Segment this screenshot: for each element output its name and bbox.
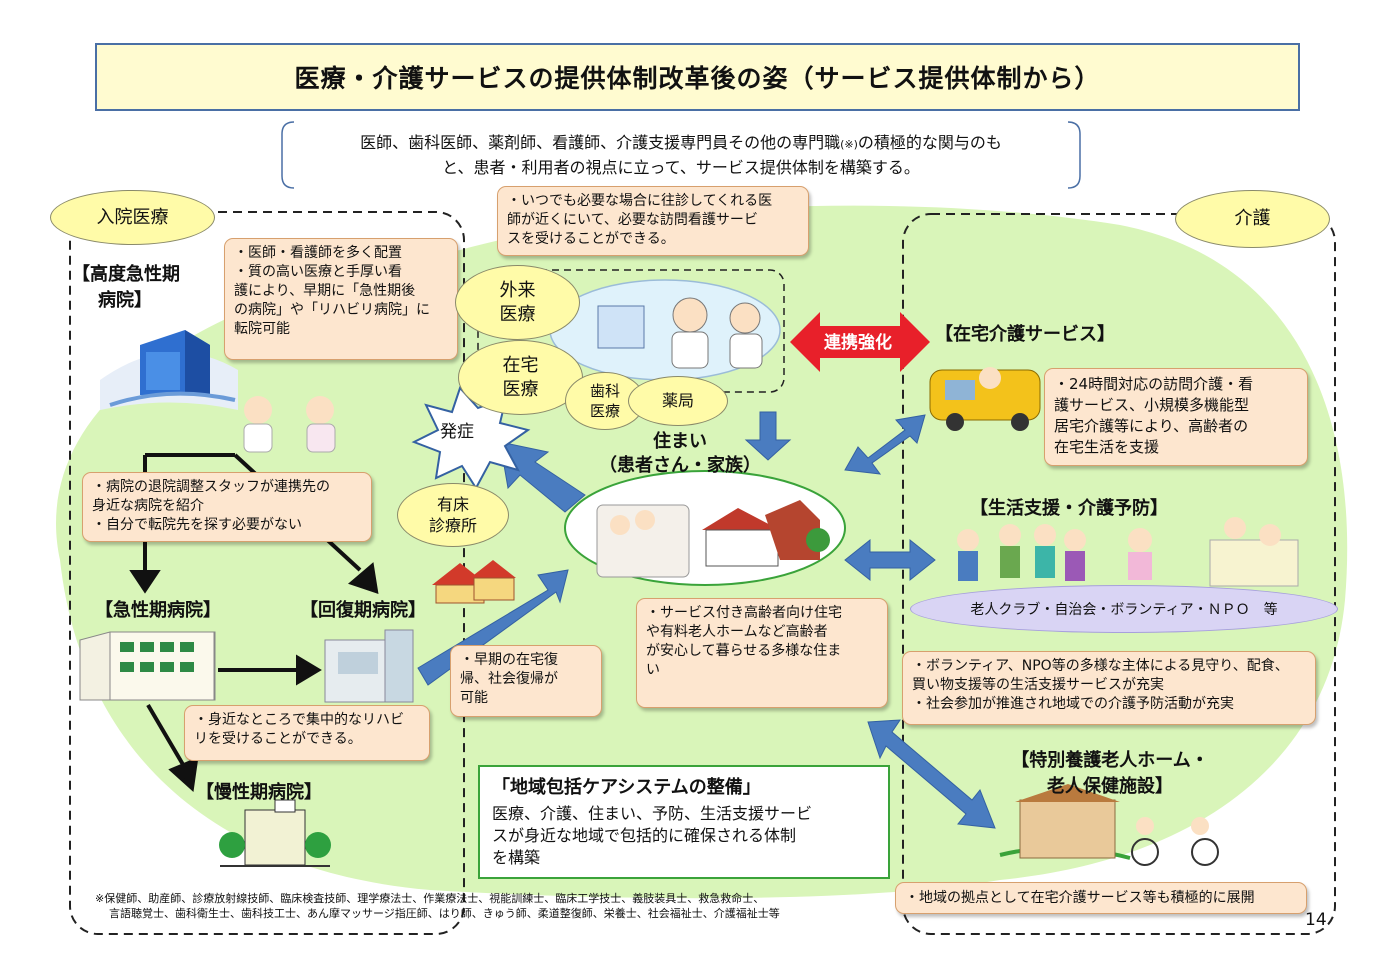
cooperation-arrow — [790, 312, 930, 372]
recovery-hospital-illustration — [324, 629, 414, 703]
intro-line1-end: の積極的な関与のも — [857, 133, 1002, 152]
intro-line1: 医師、歯科医師、薬剤師、看護師、介護支援専門員その他の専門職 — [360, 133, 841, 152]
volunteer-note: ・ボランティア、NPO等の多様な主体による見守り、配食、 買い物支援等の生活支援… — [902, 651, 1316, 725]
intro-text: 医師、歯科医師、薬剤師、看護師、介護支援専門員その他の専門職(※)の積極的な関与… — [282, 120, 1080, 188]
clinic-oval: 有床診療所 — [397, 483, 509, 547]
cooperation-label: 連携強化 — [824, 333, 892, 353]
nursing-home-illustration — [999, 784, 1219, 866]
care-label: 介護 — [1175, 190, 1330, 248]
seniors-illustration — [957, 517, 1299, 587]
housing-note: ・サービス付き高齢者向け住宅 や有料老人ホームなど高齢者 が安心して暮らせる多様… — [636, 598, 888, 708]
community-base-note: ・地域の拠点として在宅介護サービス等も積極的に展開 — [895, 882, 1307, 914]
page-number: 14 — [1305, 910, 1327, 930]
chronic-hospital-illustration — [219, 799, 331, 867]
life-support-title: 【生活支援・介護予防】 — [970, 498, 1168, 519]
community-groups-band: 老人クラブ・自治会・ボランティア・ＮＰＯ 等 — [910, 585, 1338, 633]
outpatient-oval: 外来医療 — [455, 265, 580, 340]
community-care-body: 医療、介護、住まい、予防、生活支援サービ スが身近な地域で包括的に確保される体制… — [492, 804, 813, 867]
family-house-illustration — [596, 500, 830, 578]
care-region-border — [902, 213, 1336, 935]
housing-title: 住まい （患者さん・家族） — [599, 431, 761, 476]
community-care-title: 「地域包括ケアシステムの整備」 — [492, 777, 761, 798]
rehab-note: ・身近なところで集中的なリハビ リを受けることができる。 — [184, 705, 430, 761]
high-acute-hospital-illustration — [100, 330, 238, 410]
clinic-house-illustration — [432, 560, 516, 604]
home-care-title: 【在宅介護サービス】 — [935, 324, 1115, 345]
intro-line2: と、患者・利用者の視点に立って、サービス提供体制を構築する。 — [442, 158, 920, 177]
clinic-staff-illustration — [597, 297, 763, 369]
discharge-note: ・病院の退院調整スタッフが連携先の 身近な病院を紹介 ・自分で転院先を探す必要が… — [82, 472, 372, 542]
high-acute-hospital-title: 【高度急性期 病院】 — [72, 264, 180, 311]
care-van-illustration — [929, 367, 1041, 431]
chronic-hospital-title: 【慢性期病院】 — [196, 782, 322, 803]
doctor-nurse-illustration — [243, 396, 336, 453]
home-visit-note: ・いつでも必要な場合に往診してくれる医 師が近くにいて、必要な訪問看護サービ ス… — [497, 186, 809, 256]
home-medical-oval: 在宅医療 — [458, 340, 583, 415]
page-title: 医療・介護サービスの提供体制改革後の姿（サービス提供体制から） — [95, 43, 1300, 111]
intro-footnote-mark: (※) — [840, 138, 858, 151]
pharmacy-oval: 薬局 — [628, 376, 728, 426]
hospital-region-border — [69, 211, 465, 935]
recovery-hospital-title: 【回復期病院】 — [300, 600, 426, 621]
footnote: ※保健師、助産師、診療放射線技師、臨床検査技師、理学療法士、作業療法士、視能訓練… — [95, 892, 780, 920]
nursing-home-title: 【特別養護老人ホーム・ 老人保健施設】 — [1011, 750, 1209, 797]
community-care-box: 「地域包括ケアシステムの整備」 医療、介護、住まい、予防、生活支援サービ スが身… — [478, 765, 890, 879]
intro-brackets — [281, 121, 1081, 189]
early-return-note: ・早期の在宅復 帰、社会復帰が 可能 — [450, 645, 602, 717]
inpatient-label: 入院医療 — [50, 190, 215, 245]
acute-hospital-title: 【急性期病院】 — [95, 600, 221, 621]
acute-hospital-illustration — [79, 631, 216, 701]
staff-note: ・医師・看護師を多く配置 ・質の高い医療と手厚い看 護により、早期に「急性期後 … — [224, 238, 458, 360]
home-care-note: ・24時間対応の訪問介護・看 護サービス、小規模多機能型 居宅介護等により、高齢… — [1044, 368, 1308, 466]
onset-label: 発症 — [440, 422, 474, 442]
